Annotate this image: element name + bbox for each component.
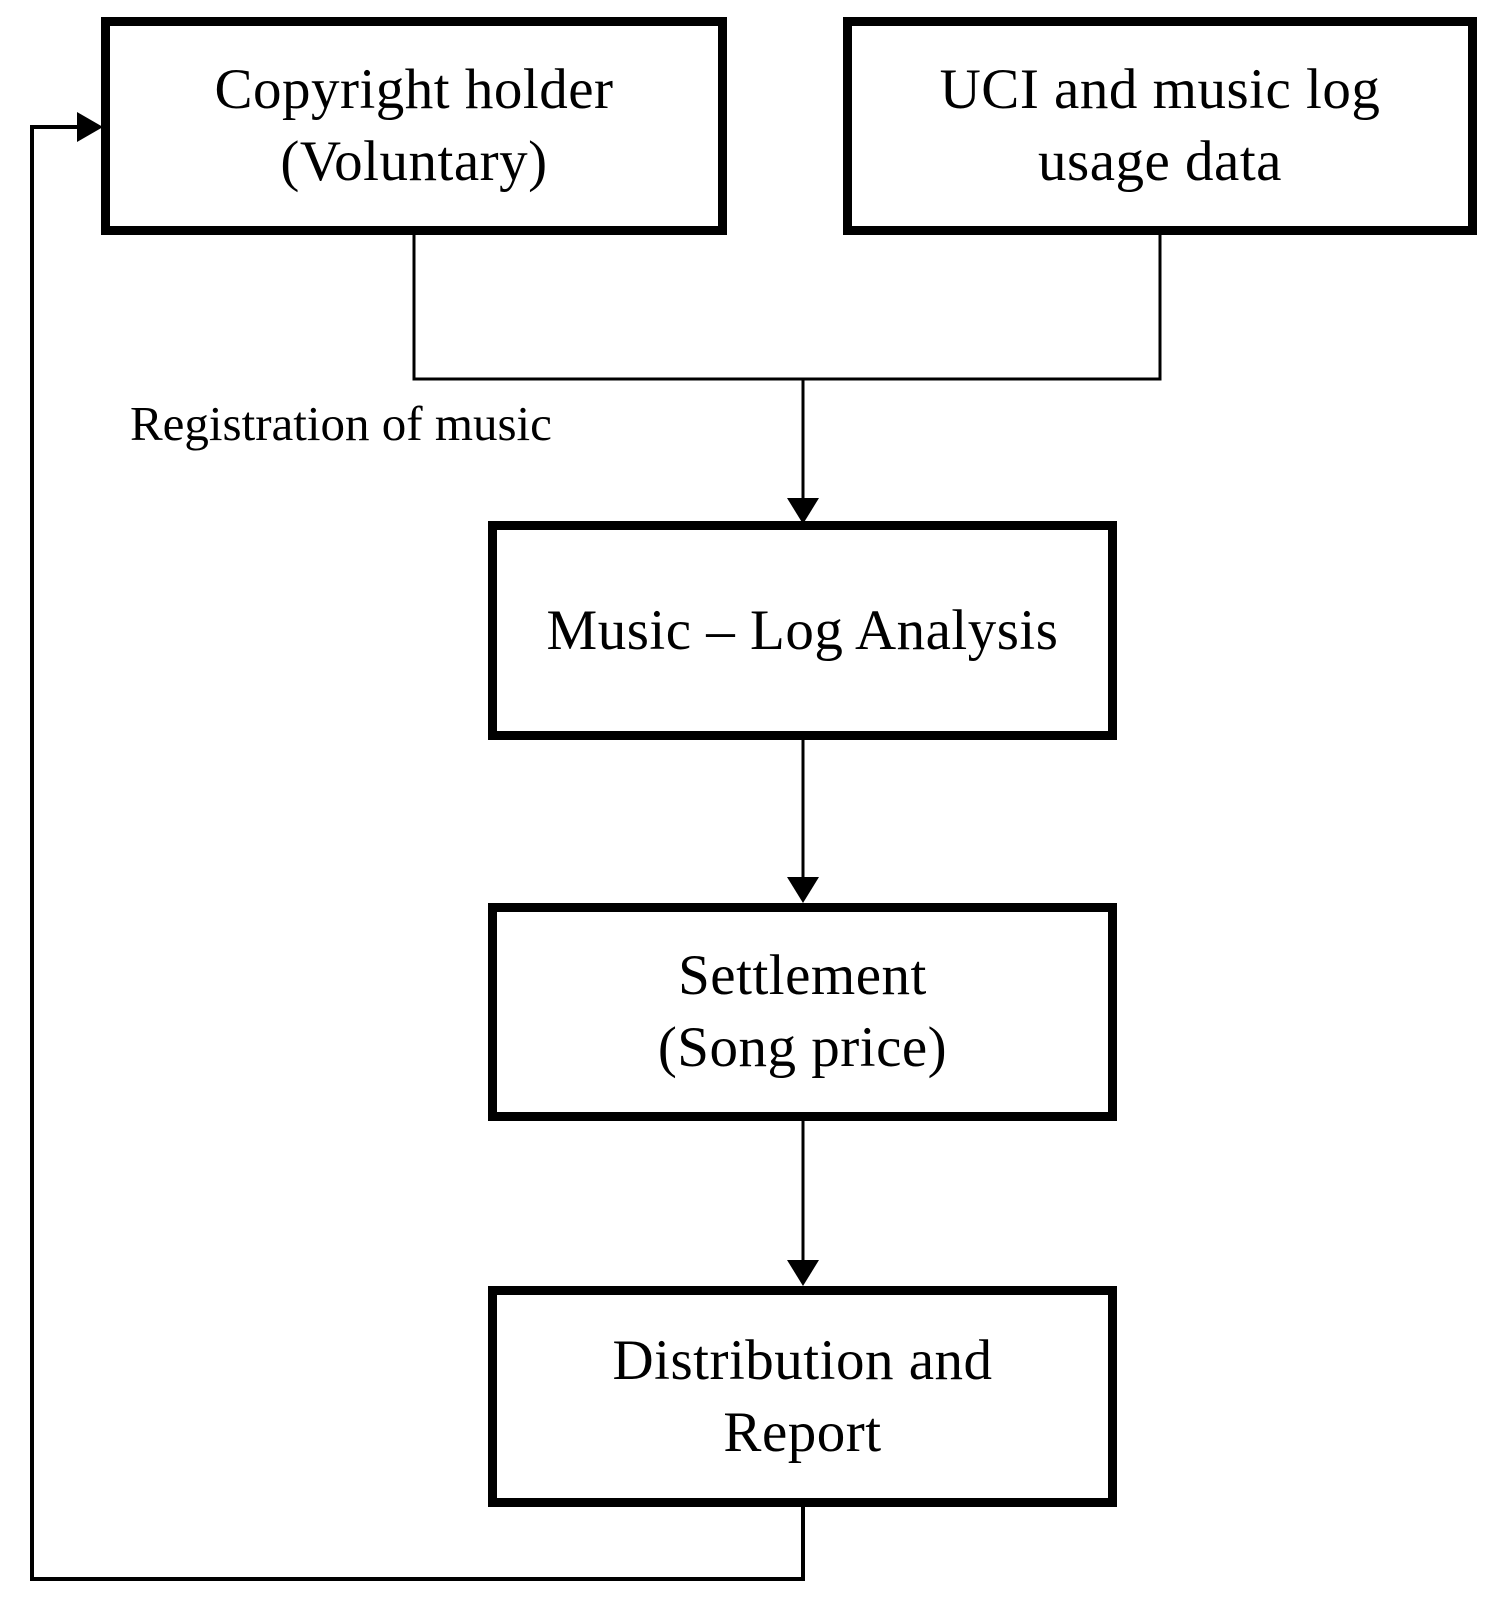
arrowhead-down-settlement <box>787 877 819 903</box>
arrowhead-down-distribution <box>787 1260 819 1286</box>
node-uci-usage-line2: usage data <box>1038 130 1282 193</box>
edge-merge-from-sources <box>412 235 1162 381</box>
arrowhead-right-copyright <box>77 112 103 142</box>
node-copyright-holder-line2: (Voluntary) <box>280 130 548 193</box>
node-settlement-line2: (Song price) <box>657 1016 948 1079</box>
node-distribution-report: Distribution and Report <box>488 1286 1117 1507</box>
node-copyright-holder: Copyright holder (Voluntary) <box>101 17 727 235</box>
node-settlement: Settlement (Song price) <box>488 903 1117 1121</box>
node-uci-usage-line1: UCI and music log <box>939 58 1381 121</box>
edge-label-registration: Registration of music <box>130 396 552 451</box>
node-music-log-analysis: Music – Log Analysis <box>488 521 1117 740</box>
node-settlement-line1: Settlement <box>678 944 927 1007</box>
node-distribution-line1: Distribution and <box>612 1328 993 1392</box>
node-copyright-holder-line1: Copyright holder <box>214 58 614 121</box>
node-music-log-analysis-line1: Music – Log Analysis <box>546 598 1059 662</box>
node-distribution-line2: Report <box>723 1400 882 1464</box>
node-uci-usage-data: UCI and music log usage data <box>843 17 1477 235</box>
